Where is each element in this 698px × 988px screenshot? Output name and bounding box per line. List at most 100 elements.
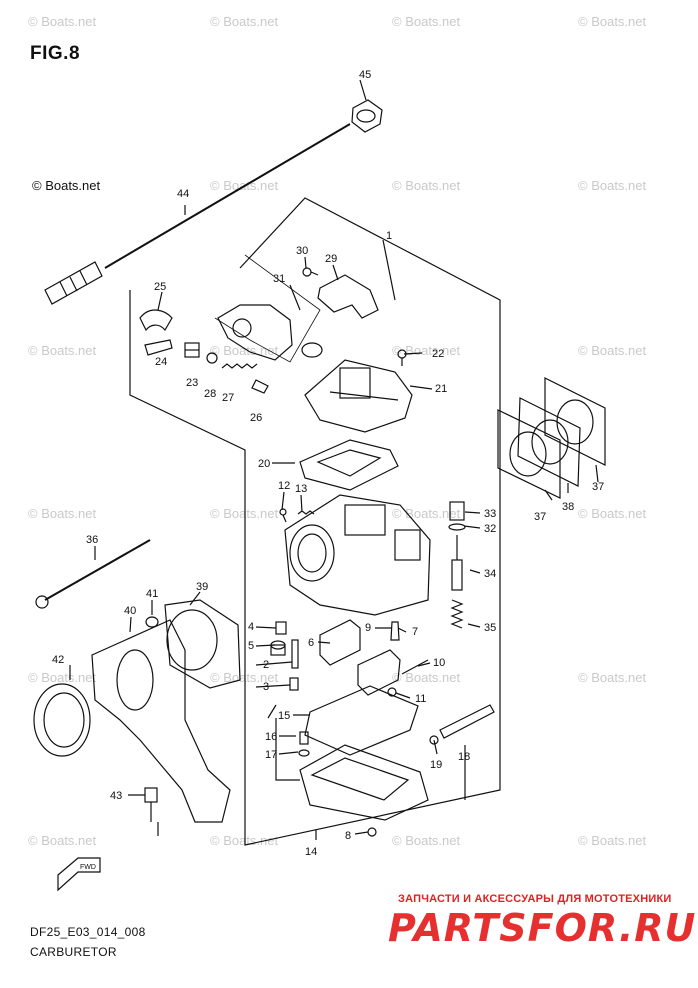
part-label: 8	[345, 830, 351, 842]
part-label: 18	[458, 751, 470, 763]
part-20-gasket	[299, 439, 399, 491]
watermark: © Boats.net	[578, 506, 647, 521]
part-label: 45	[359, 69, 371, 81]
part-23-fitting	[184, 342, 200, 358]
part-label: 17	[265, 749, 277, 761]
part-27-spring	[221, 363, 258, 369]
watermark: © Boats.net	[392, 833, 461, 848]
part-label: 21	[435, 383, 447, 395]
part-18-tube	[439, 704, 495, 739]
part-16-screw	[299, 731, 309, 745]
diagram-code: DF25_E03_014_008	[30, 925, 146, 939]
part-label: 5	[248, 640, 254, 652]
fwd-label: FWD	[80, 864, 96, 871]
forward-direction-marker: FWD	[57, 857, 101, 892]
part-label: 6	[308, 637, 314, 649]
part-2-jet	[291, 639, 299, 669]
part-label: 15	[278, 710, 290, 722]
part-12-screw	[279, 508, 287, 523]
watermark: © Boats.net	[28, 670, 97, 685]
part-3-jet	[289, 677, 299, 691]
line-art	[33, 79, 606, 846]
watermark: © Boats.net	[578, 178, 647, 193]
part-label: 36	[86, 534, 98, 546]
part-label: 20	[258, 458, 270, 470]
assembly-boundary	[129, 197, 501, 846]
part-17-washer	[298, 749, 310, 757]
part-label: 29	[325, 253, 337, 265]
part-42-cover	[33, 683, 91, 757]
copyright-text: © Boats.net	[32, 178, 101, 193]
part-label: 12	[278, 480, 290, 492]
part-5-jet	[270, 640, 286, 656]
part-13-spring	[297, 510, 315, 515]
part-label: 30	[296, 245, 308, 257]
watermark: © Boats.net	[210, 833, 279, 848]
part-label: 34	[484, 568, 496, 580]
watermark: © Boats.net	[392, 506, 461, 521]
part-label: 7	[412, 626, 418, 638]
part-41-grommet	[145, 616, 159, 628]
part-label: 4	[248, 621, 254, 633]
part-label: 26	[250, 412, 262, 424]
diagram-name: CARBURETOR	[30, 945, 117, 959]
part-label: 35	[484, 622, 496, 634]
part-label: 27	[222, 392, 234, 404]
part-label: 25	[154, 281, 166, 293]
part-25-elbow	[139, 309, 173, 332]
watermark: © Boats.net	[578, 14, 647, 29]
watermark: © Boats.net	[28, 506, 97, 521]
part-label: 37	[534, 511, 546, 523]
watermark: © Boats.net	[210, 670, 279, 685]
part-24-hose	[144, 339, 173, 356]
part-labels: 1 2 3 4 5 6 7 8 9 10 11 12 13 14 15 16 1…	[52, 69, 604, 858]
part-label: 3	[263, 681, 269, 693]
part-19-clip	[429, 735, 439, 745]
part-label: 33	[484, 508, 496, 520]
part-label: 16	[265, 731, 277, 743]
part-label: 1	[386, 230, 392, 242]
part-39-adapter	[164, 599, 241, 689]
part-label: 37	[592, 481, 604, 493]
part-label: 39	[196, 581, 208, 593]
part-label: 32	[484, 523, 496, 535]
part-28-o-ring	[206, 352, 218, 364]
watermark: © Boats.net	[210, 506, 279, 521]
part-label: 24	[155, 356, 167, 368]
part-label: 40	[124, 605, 136, 617]
watermark: © Boats.net	[578, 343, 647, 358]
part-32-ring	[448, 523, 466, 531]
part-label: 19	[430, 759, 442, 771]
part-31-sensor	[217, 304, 323, 361]
part-label: 44	[177, 188, 189, 200]
watermark: © Boats.net	[210, 14, 279, 29]
part-6-float	[319, 619, 361, 666]
part-label: 38	[562, 501, 574, 513]
brand-logo: PARTSFOR.RU	[388, 906, 697, 950]
part-label: 10	[433, 657, 445, 669]
part-4-jet	[275, 621, 287, 635]
part-6-float-b	[357, 649, 401, 696]
part-34-needle	[451, 535, 463, 591]
part-43-bolt	[144, 787, 158, 822]
part-label: 2	[263, 659, 269, 671]
part-14-float-chamber	[299, 744, 429, 821]
part-37-gasket-a	[497, 409, 561, 499]
part-label: 14	[305, 846, 317, 858]
watermark: © Boats.net	[210, 343, 279, 358]
watermarks: © Boats.net © Boats.net © Boats.net © Bo…	[28, 14, 647, 848]
part-29-bracket	[317, 274, 379, 319]
part-10-pin	[401, 659, 429, 675]
part-37-gasket-b	[544, 377, 606, 466]
part-label: 22	[432, 348, 444, 360]
part-9-valve	[390, 621, 400, 641]
part-8-screw	[367, 827, 377, 837]
group-outline	[214, 254, 321, 363]
part-26-needle	[251, 379, 269, 394]
part-36-bolt	[35, 539, 151, 609]
part-38-spacer	[517, 397, 581, 487]
part-label: 13	[295, 483, 307, 495]
part-44-cable	[44, 123, 351, 305]
watermark: © Boats.net	[28, 14, 97, 29]
part-15-gasket	[304, 685, 419, 756]
